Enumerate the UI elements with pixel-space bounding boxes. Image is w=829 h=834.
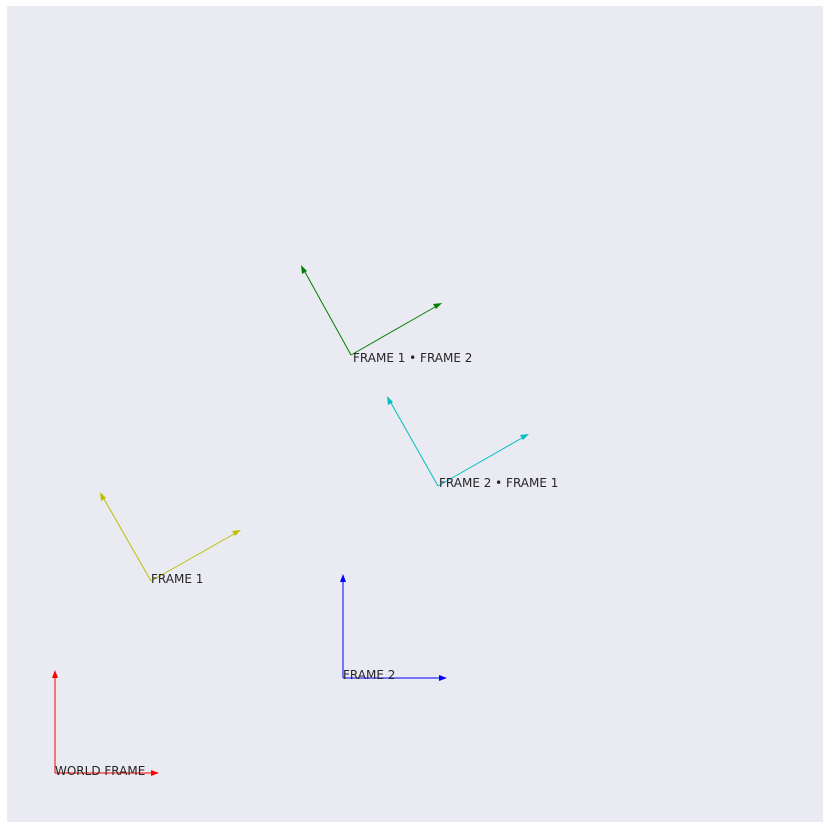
frame-1-dot-frame-2-label: FRAME 1 • FRAME 2 xyxy=(353,351,472,365)
frame-2-dot-frame-1-label: FRAME 2 • FRAME 1 xyxy=(439,476,558,490)
world-frame-x-arrowhead xyxy=(151,770,159,776)
frame-2: FRAME 2 xyxy=(340,574,447,682)
world-frame-label: WORLD FRAME xyxy=(55,764,145,778)
frame-1-dot-frame-2-y-axis-arrow xyxy=(304,271,352,356)
frame-2-label: FRAME 2 xyxy=(343,668,395,682)
frame-1-x-axis-arrow xyxy=(150,533,235,582)
frame-1-y-axis-arrow xyxy=(103,498,152,582)
frame-2-dot-frame-1: FRAME 2 • FRAME 1 xyxy=(387,396,558,490)
frame-world: WORLD FRAME xyxy=(52,670,159,778)
frame-1-dot-frame-2-x-arrowhead xyxy=(433,303,442,309)
frame-1-label: FRAME 1 xyxy=(151,572,203,586)
frame-2-dot-frame-1-x-arrowhead xyxy=(520,434,529,440)
frame-1-y-arrowhead xyxy=(100,492,106,501)
frame-2-dot-frame-1-x-axis-arrow xyxy=(437,437,523,487)
plot-area xyxy=(7,6,823,822)
frame-2-dot-frame-1-y-axis-arrow xyxy=(390,402,439,487)
frame-1-x-arrowhead xyxy=(232,530,241,536)
frame-1: FRAME 1 xyxy=(100,492,241,586)
world-frame-y-arrowhead xyxy=(52,670,58,678)
frame-1-dot-frame-2-y-arrowhead xyxy=(301,265,307,274)
frame-2-x-arrowhead xyxy=(439,675,447,681)
frame-2-y-arrowhead xyxy=(340,574,346,582)
frame-1-dot-frame-2-x-axis-arrow xyxy=(350,306,436,356)
frame-1-dot-frame-2: FRAME 1 • FRAME 2 xyxy=(301,265,472,365)
frame-2-dot-frame-1-y-arrowhead xyxy=(387,396,393,405)
